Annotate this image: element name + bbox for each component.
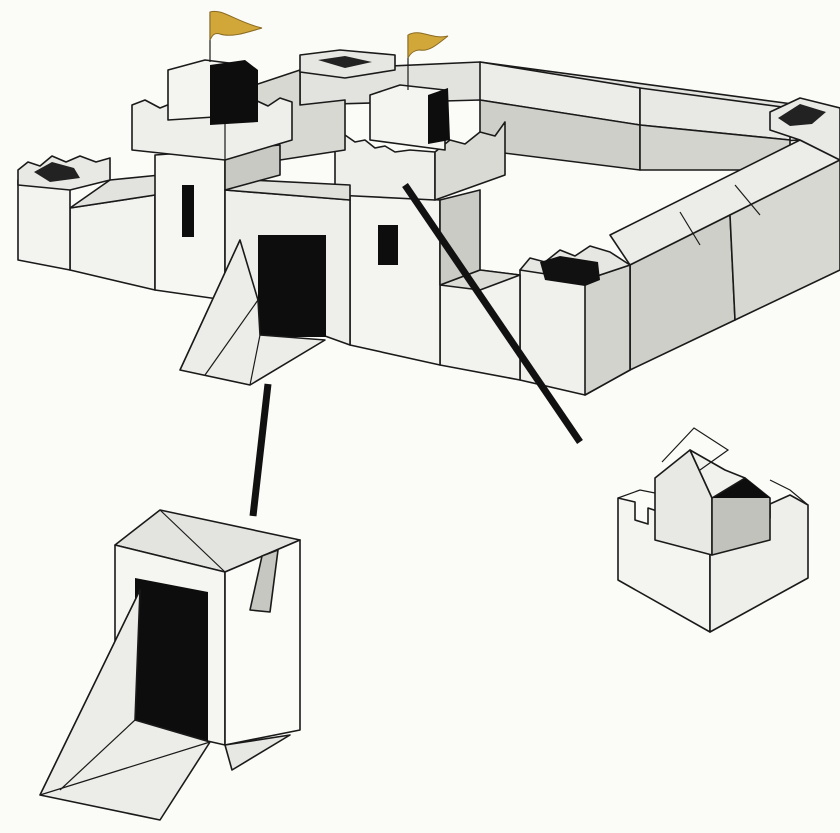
front-wall-right xyxy=(439,269,521,381)
window xyxy=(378,225,398,265)
cannon-icon xyxy=(34,162,80,182)
back-wall xyxy=(299,61,801,171)
flag-icon xyxy=(407,32,449,59)
gate-door xyxy=(258,235,326,337)
left-corner-tower xyxy=(17,155,111,271)
leader-line-tower xyxy=(402,183,583,444)
cannon-icon xyxy=(540,256,600,286)
front-wall-left xyxy=(69,174,161,291)
flag-icon xyxy=(209,10,264,41)
cannon-icon xyxy=(778,104,826,126)
tower-detail xyxy=(617,427,809,633)
gate-door xyxy=(135,578,208,742)
far-right-corner-tower xyxy=(769,97,840,161)
right-side-wall xyxy=(609,139,840,371)
gatehouse-detail xyxy=(39,509,301,821)
gatehouse xyxy=(131,10,351,386)
front-right-corner-tower xyxy=(519,245,631,396)
window xyxy=(182,185,194,237)
leader-line-gatehouse xyxy=(249,383,272,517)
